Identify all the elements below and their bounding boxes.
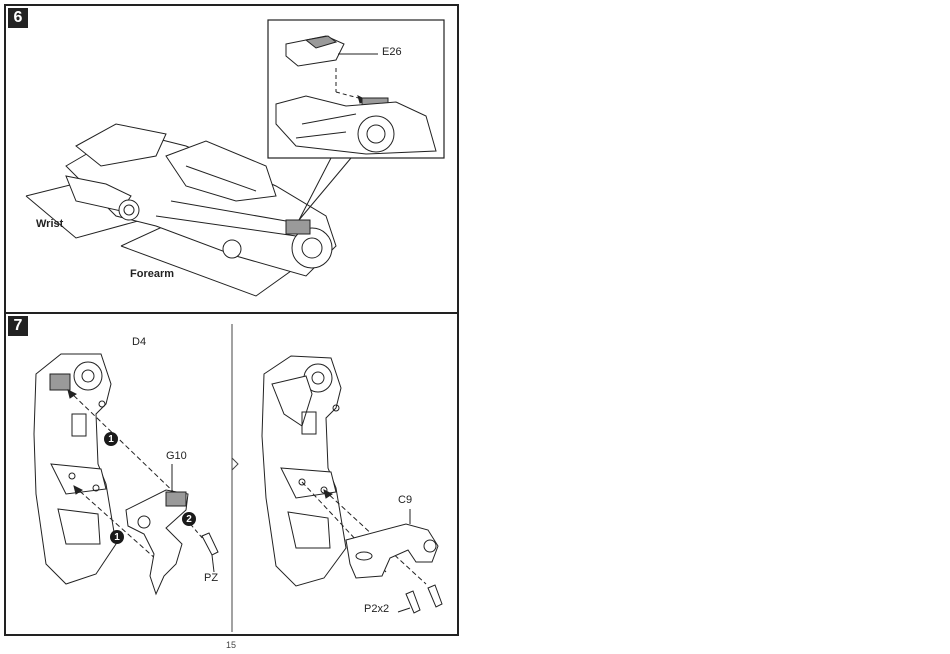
part-label-p2x2: P2x2 xyxy=(364,603,389,615)
part-label-pz: PZ xyxy=(204,572,218,584)
step-7-panel: 7 xyxy=(4,312,459,636)
page-number: 15 xyxy=(226,640,236,650)
part-label-d4: D4 xyxy=(132,336,146,348)
callout-2: 2 xyxy=(182,512,196,526)
label-forearm: Forearm xyxy=(130,268,174,280)
label-wrist: Wrist xyxy=(36,218,63,230)
callout-1-upper: 1 xyxy=(104,432,118,446)
part-label-c9: C9 xyxy=(398,494,412,506)
step-6-panel: 6 xyxy=(4,4,459,314)
step-7-illustration xyxy=(6,314,461,638)
part-label-e26: E26 xyxy=(382,46,402,58)
callout-1-lower: 1 xyxy=(110,530,124,544)
part-label-g10: G10 xyxy=(166,450,187,462)
